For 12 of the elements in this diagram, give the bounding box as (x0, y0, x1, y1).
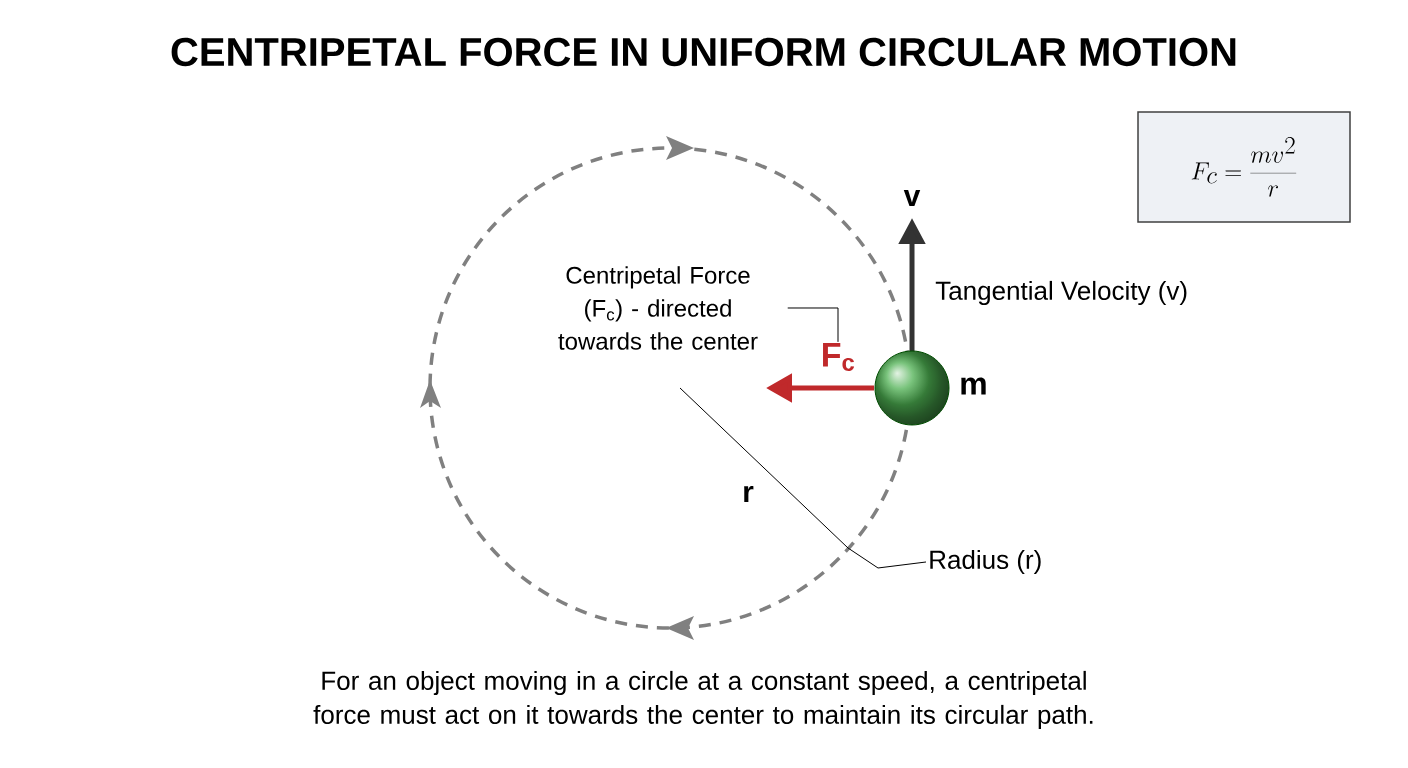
caption: For an object moving in a circle at a constant speed, a centripetal force must act on it towards the center to maintain its circular path. (313, 670, 1093, 730)
annotation-text: Centripetal Force (F$_{c}$) - directed towards the center (558, 266, 758, 350)
vector-label: v (903, 190, 921, 206)
title: CENTRIPETAL FORCE IN UNIFORM CIRCULAR MOTION (171, 37, 1236, 67)
annotation-text: Tangential Velocity (v) (935, 280, 1187, 306)
annotation-text: Radius (r) (930, 549, 1041, 575)
radius-label: r (744, 485, 754, 503)
vector-label: F$_{c}$ (823, 343, 855, 371)
leader-line (847, 547, 927, 569)
leader-line (787, 307, 839, 343)
mass-label: m (961, 377, 986, 395)
formula-box: $F_c = \frac{mv^2}{r}$ (1137, 111, 1351, 223)
